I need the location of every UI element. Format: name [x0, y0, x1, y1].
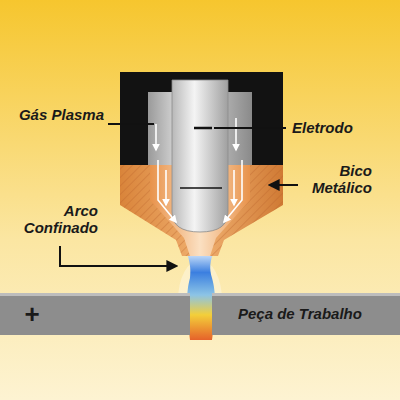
electrode-label: Eletrodo	[292, 120, 392, 137]
nozzle-label: Bico Metálico	[300, 163, 372, 196]
electrode-mark	[194, 127, 212, 130]
gas-flow-arrows	[156, 118, 242, 222]
electrode-mark	[180, 187, 222, 189]
arc-label: Arco Confinado	[6, 203, 98, 236]
leader-line	[214, 127, 286, 129]
leader-arrow	[60, 246, 176, 266]
leader-arrow	[270, 184, 298, 186]
polarity-sign: +	[24, 300, 39, 329]
workpiece-edge	[0, 293, 190, 296]
workpiece-right	[212, 293, 400, 335]
gas-label: Gás Plasma	[18, 107, 104, 124]
workpiece-left	[0, 293, 190, 335]
workpiece-edge	[212, 293, 400, 296]
workpiece-band: + Peça de Trabalho	[0, 293, 400, 335]
workpiece-label: Peça de Trabalho	[238, 306, 362, 323]
electrode	[172, 80, 228, 232]
leader-line	[108, 123, 154, 125]
plasma-arc	[186, 250, 215, 340]
